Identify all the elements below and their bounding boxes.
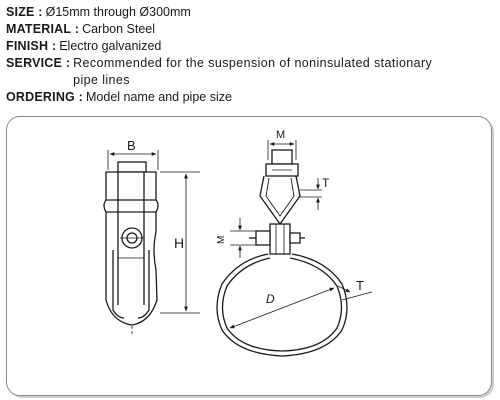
top-rod (271, 149, 293, 165)
top-nut (117, 161, 147, 173)
spec-material: MATERIAL : Carbon Steel (6, 21, 486, 38)
spec-ordering: ORDERING : Model name and pipe size (6, 89, 486, 106)
spec-material-label: MATERIAL : (6, 22, 80, 36)
label-b: B (127, 138, 136, 153)
spec-ordering-value: Model name and pipe size (86, 90, 232, 104)
dimension-d (229, 287, 335, 329)
spec-size-value: Ø15mm through Ø300mm (45, 5, 191, 19)
spec-ordering-label: ORDERING : (6, 90, 83, 104)
spec-service-value: Recommended for the suspension of nonins… (73, 56, 433, 87)
spec-service-label: SERVICE : (6, 56, 71, 70)
dimension-t-right (337, 285, 373, 301)
spec-finish: FINISH : Electro galvanized (6, 38, 486, 55)
dimension-m-top (267, 140, 297, 160)
clamp-bolt (249, 230, 305, 246)
spec-service: SERVICE : Recommended for the suspension… (6, 55, 486, 89)
drawing-frame (6, 116, 492, 396)
spec-size: SIZE : Ø15mm through Ø300mm (6, 4, 486, 21)
label-t-top: T (322, 176, 330, 190)
spec-finish-value: Electro galvanized (59, 39, 162, 53)
pipe-ring (216, 253, 348, 357)
clamp-plates (269, 223, 291, 255)
label-m-top: M (276, 129, 285, 141)
spec-size-label: SIZE : (6, 5, 43, 19)
front-view (216, 140, 373, 357)
side-view (103, 150, 200, 336)
label-h: H (174, 235, 184, 251)
label-t-right: T (356, 278, 364, 293)
spec-list: SIZE : Ø15mm through Ø300mm MATERIAL : C… (6, 4, 486, 106)
label-m-side: M (216, 236, 227, 244)
dimension-m-side (230, 218, 256, 258)
dimension-b (107, 150, 159, 170)
swivel-strap (259, 175, 301, 226)
spec-material-value: Carbon Steel (82, 22, 156, 36)
side-bolt (120, 227, 144, 249)
dimension-h (160, 171, 200, 314)
spec-finish-label: FINISH : (6, 39, 57, 53)
dimension-t-top (300, 178, 322, 210)
label-d: D (266, 292, 275, 306)
